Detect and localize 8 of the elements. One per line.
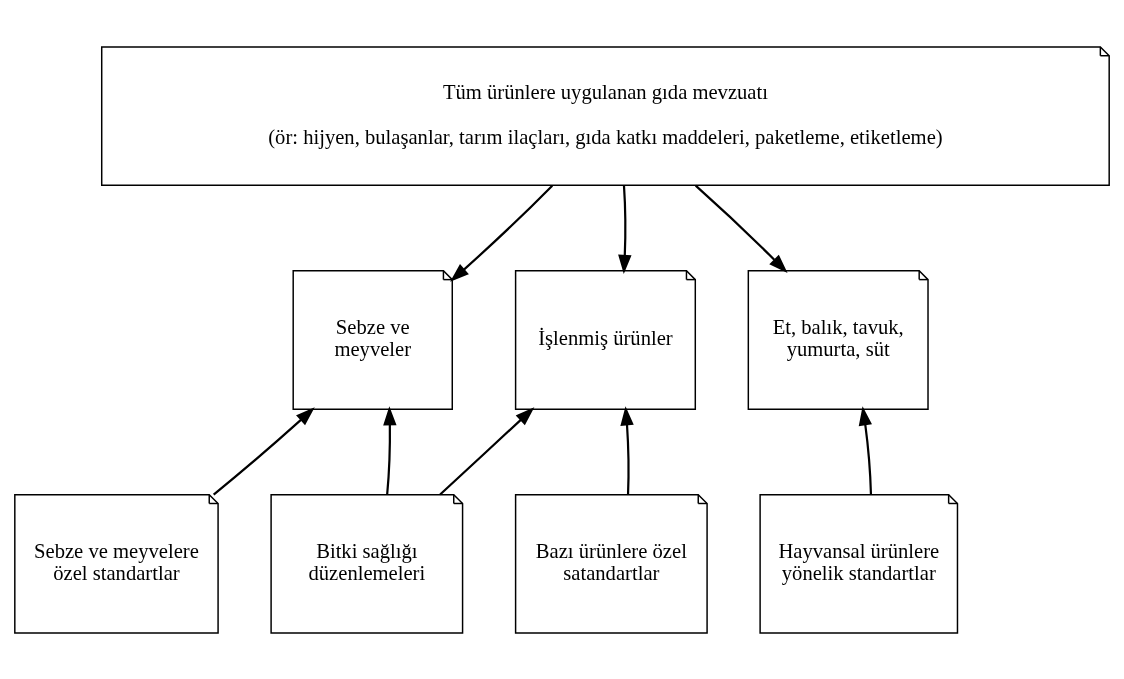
- arrow: [620, 405, 634, 495]
- arrow: [618, 185, 632, 274]
- arrow: [212, 406, 315, 495]
- arrow: [858, 405, 873, 495]
- arrow: [439, 406, 535, 495]
- arrow: [450, 184, 554, 282]
- arrow: [383, 405, 397, 495]
- arrow: [694, 184, 788, 273]
